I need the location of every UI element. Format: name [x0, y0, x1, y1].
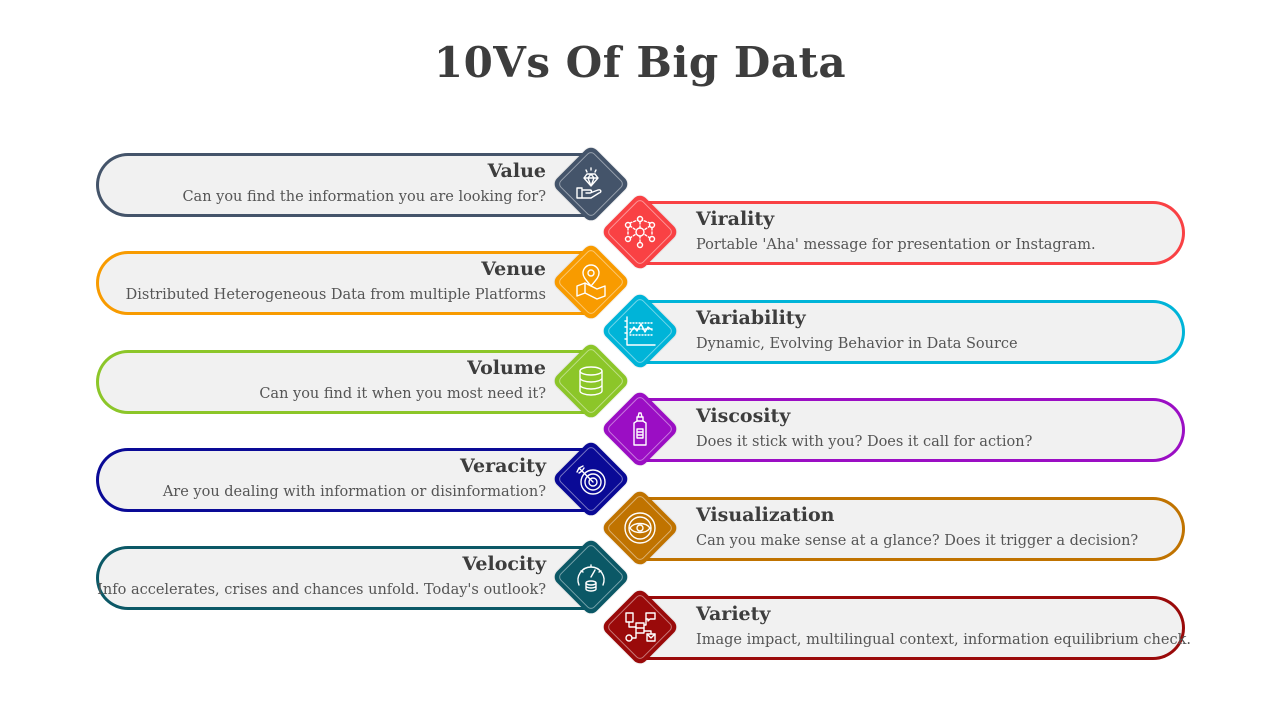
map-pin-icon	[573, 264, 609, 300]
v-title: Viscosity	[696, 405, 791, 427]
v-title: Visualization	[696, 504, 835, 526]
diamond-hand-icon	[573, 166, 609, 202]
v-title: Variability	[696, 307, 806, 329]
v-description: Image impact, multilingual context, info…	[696, 632, 1191, 648]
v-description: Can you find the information you are loo…	[182, 189, 546, 205]
data-flow-icon	[622, 609, 658, 645]
v-description: Can you find it when you most need it?	[259, 386, 546, 402]
v-description: Dynamic, Evolving Behavior in Data Sourc…	[696, 336, 1018, 352]
v-title: Venue	[481, 258, 546, 280]
line-chart-icon	[622, 313, 658, 349]
v-description: Are you dealing with information or disi…	[162, 484, 546, 500]
v-title: Variety	[696, 603, 771, 625]
page-title: 10Vs Of Big Data	[433, 38, 847, 87]
v-description: Distributed Heterogeneous Data from mult…	[125, 287, 546, 303]
v-title: Volume	[467, 357, 546, 379]
database-icon	[573, 363, 609, 399]
network-icon	[622, 214, 658, 250]
v-title: Velocity	[462, 553, 546, 575]
v-title: Value	[487, 160, 546, 182]
v-description: Info accelerates, crises and chances unf…	[97, 582, 546, 598]
v-title: Virality	[696, 208, 775, 230]
v-title: Veracity	[459, 455, 546, 477]
target-icon	[573, 461, 609, 497]
v-description: Portable 'Aha' message for presentation …	[696, 237, 1096, 253]
v-description: Does it stick with you? Does it call for…	[696, 434, 1033, 450]
bottle-icon	[622, 411, 658, 447]
v-description: Can you make sense at a glance? Does it …	[696, 533, 1139, 549]
speedometer-icon	[573, 559, 609, 595]
eye-icon	[622, 510, 658, 546]
